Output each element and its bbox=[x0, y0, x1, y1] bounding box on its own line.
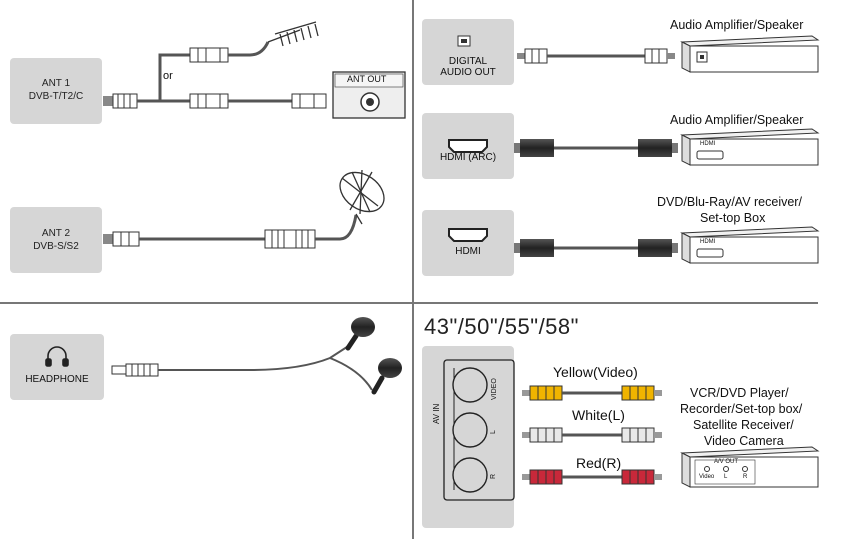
ant1-label: ANT 1 bbox=[41, 78, 71, 89]
ant2-standard: DVB-S/S2 bbox=[33, 241, 79, 252]
white-cable-label: White(L) bbox=[572, 407, 625, 423]
hdmi-device-label-line2: Set-top Box bbox=[700, 211, 766, 225]
audio-amplifier-box-1 bbox=[680, 35, 820, 73]
ant-out-connector bbox=[291, 93, 327, 109]
jack-video-label: VIDEO bbox=[491, 378, 498, 400]
ant2-f-connector bbox=[264, 229, 316, 249]
antenna-icon bbox=[267, 21, 319, 47]
ant1-panel: ANT 1 DVB-T/T2/C bbox=[10, 58, 102, 124]
headphone-cable-branch bbox=[329, 357, 373, 391]
jack-l-label: L bbox=[490, 430, 497, 434]
ant1-lower-connector bbox=[189, 93, 229, 109]
hdmi-arc-cable-left-plug bbox=[514, 139, 554, 157]
satellite-dish-icon bbox=[339, 169, 385, 225]
ant1-standard: DVB-T/T2/C bbox=[28, 91, 84, 102]
vcr-dvd-device-box bbox=[680, 446, 820, 488]
headphone-label: HEADPHONE bbox=[25, 374, 89, 385]
digital-audio-device-label: Audio Amplifier/Speaker bbox=[670, 18, 804, 32]
av-out-label: A/V OUT bbox=[714, 459, 739, 465]
red-cable-label: Red(R) bbox=[576, 455, 622, 471]
ant-out-label: ANT OUT bbox=[347, 74, 387, 84]
yellow-cable-label: Yellow(Video) bbox=[553, 364, 638, 380]
hdmi-arc-device-label: Audio Amplifier/Speaker bbox=[670, 113, 804, 127]
rca-cable-red bbox=[522, 469, 662, 485]
hdmi-arc-port-icon bbox=[448, 139, 488, 153]
ant2-plug bbox=[103, 231, 140, 247]
av-device-label-line2: Recorder/Set-top box/ bbox=[680, 402, 803, 416]
ant1-coax-plug bbox=[103, 93, 138, 109]
ant2-panel: ANT 2 DVB-S/S2 bbox=[10, 207, 102, 273]
ant1-cable-upper bbox=[137, 53, 190, 103]
av-out-l-label: L bbox=[724, 474, 728, 480]
headphone-icon bbox=[45, 346, 69, 367]
av-device-label-line3: Satellite Receiver/ bbox=[693, 418, 794, 432]
optical-cable-right-plug bbox=[644, 48, 675, 64]
jack-r-label: R bbox=[490, 473, 497, 479]
digital-audio-label-line2: AUDIO OUT bbox=[440, 67, 496, 78]
optical-cable-left-plug bbox=[517, 48, 548, 64]
av-out-r-label: R bbox=[743, 474, 748, 480]
tv-sizes-title: 43"/50"/55"/58" bbox=[424, 314, 579, 339]
headphone-cable-main bbox=[158, 344, 351, 371]
horizontal-divider-right bbox=[412, 302, 818, 304]
headphone-panel bbox=[10, 334, 104, 400]
dvd-player-box bbox=[680, 226, 820, 264]
ant-out-box bbox=[332, 71, 406, 119]
antenna-cable bbox=[228, 41, 270, 57]
rca-cable-yellow bbox=[522, 385, 662, 401]
hdmi-port-icon bbox=[448, 228, 488, 242]
optical-port-icon bbox=[457, 35, 471, 47]
hdmi-arc-cable-right-plug bbox=[638, 139, 678, 157]
ant1-upper-connector bbox=[189, 47, 229, 63]
audio-amplifier-box-2 bbox=[680, 128, 820, 166]
av-device-label-line4: Video Camera bbox=[704, 434, 784, 448]
rca-cable-white bbox=[522, 427, 662, 443]
digital-audio-label-line1: DIGITAL bbox=[448, 56, 488, 67]
ant2-label: ANT 2 bbox=[41, 228, 71, 239]
hdmi-label: HDMI bbox=[455, 246, 481, 257]
hdmi-cable-right-plug bbox=[638, 239, 678, 257]
or-label: or bbox=[163, 70, 173, 82]
earbud-right-icon bbox=[371, 358, 402, 395]
hdmi-arc-label: HDMI (ARC) bbox=[439, 152, 497, 163]
headphone-plug bbox=[111, 363, 159, 377]
av-in-label: AV IN bbox=[432, 403, 441, 424]
earbud-left-icon bbox=[345, 317, 375, 351]
horizontal-divider-left bbox=[0, 302, 412, 304]
av-device-label-line1: VCR/DVD Player/ bbox=[690, 386, 789, 400]
vertical-divider bbox=[412, 0, 414, 539]
av-in-jack-block bbox=[443, 359, 515, 501]
dish-cable bbox=[315, 214, 358, 241]
hdmi-arc-device-port-label: HDMI bbox=[700, 141, 716, 147]
hdmi-device-port-label: HDMI bbox=[700, 239, 716, 245]
av-out-video-label: Video bbox=[699, 474, 715, 480]
hdmi-device-label-line1: DVD/Blu-Ray/AV receiver/ bbox=[657, 195, 802, 209]
hdmi-cable-left-plug bbox=[514, 239, 554, 257]
